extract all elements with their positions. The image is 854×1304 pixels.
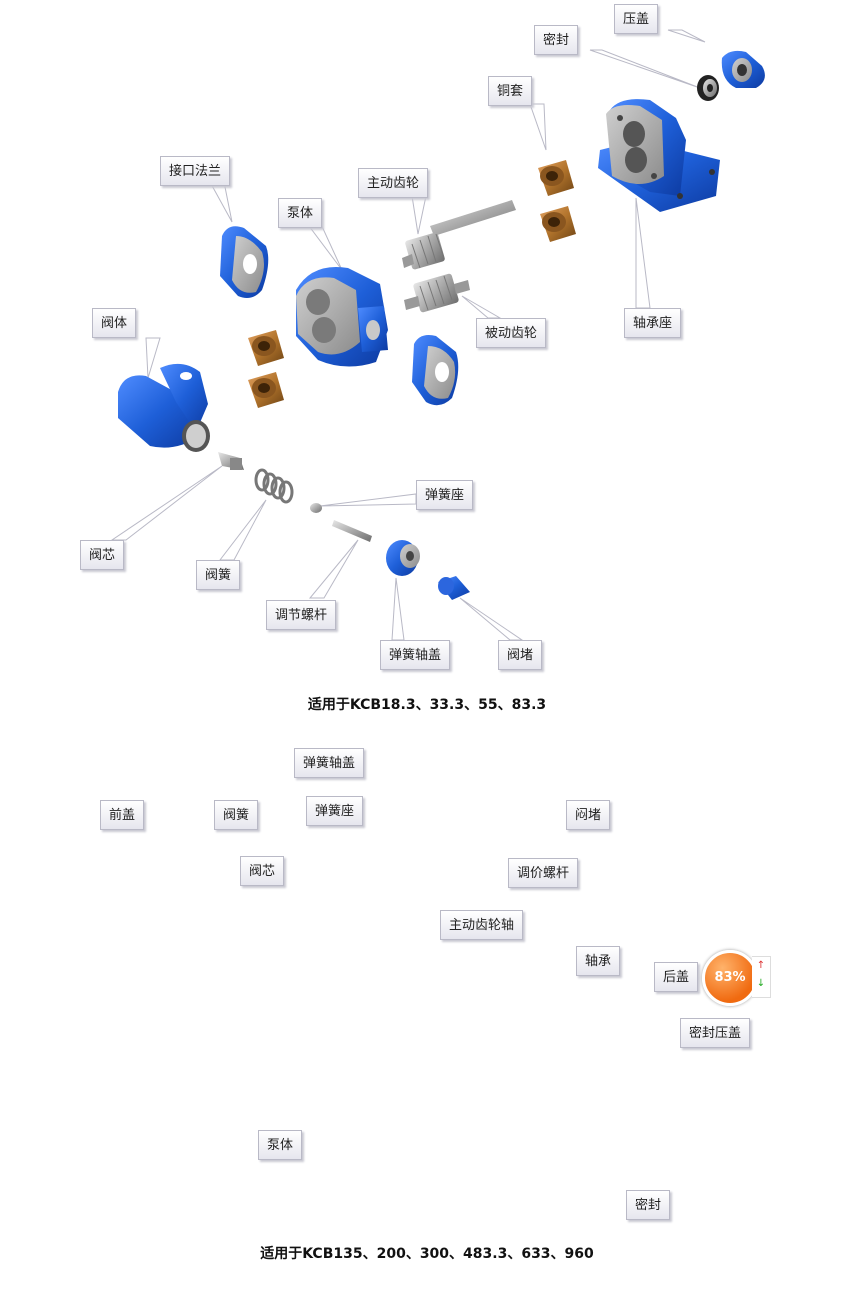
progress-badge[interactable]: 83% [702,950,758,1006]
callout-plug-2: 闷堵 [566,800,611,830]
seal-part [697,75,719,101]
callout-valve-core: 阀芯 [80,540,125,570]
callout-bronze-bushing: 铜套 [488,76,533,106]
spring-seat-part [310,503,322,513]
arrow-down-icon[interactable]: ↓ [756,978,766,989]
callout-valve-spring-2: 阀簧 [214,800,259,830]
callout-driving-gear: 主动齿轮 [358,168,429,198]
valve-body-part [118,363,210,452]
callout-adjusting-screw-2: 调价螺杆 [508,858,579,888]
spring-shaft-cap-part [386,540,420,576]
callout-spring-shaft-cap-2: 弹簧轴盖 [294,748,365,778]
callout-valve-spring: 阀簧 [196,560,241,590]
interface-flange-parts [220,226,459,406]
callout-valve-core-2: 阀芯 [240,856,285,886]
callout-pump-body: 泵体 [278,198,323,228]
callout-bearing-seat: 轴承座 [624,308,682,338]
diagram-1 [110,29,765,641]
callout-bearing: 轴承 [576,946,621,976]
callout-spring-seat: 弹簧座 [416,480,474,510]
callout-rear-cover: 后盖 [654,962,699,992]
bronze-bushing-parts [248,160,576,408]
bearing-seat-part [598,99,720,212]
callout-spring-seat-2: 弹簧座 [306,796,364,826]
driven-gear-part [404,273,470,313]
callout-pointers-1 [110,29,706,641]
diagram-1-caption: 适用于KCB18.3、33.3、55、83.3 [307,697,547,713]
callout-seal: 密封 [534,25,579,55]
arrow-up-icon[interactable]: ↑ [756,960,766,971]
callout-driven-gear: 被动齿轮 [476,318,547,348]
callout-gland-cap: 压盖 [614,4,659,34]
callout-valve-plug: 阀堵 [498,640,543,670]
adjusting-screw-part [332,520,372,542]
callout-pump-body-2: 泵体 [258,1130,303,1160]
callout-driving-gear-shaft: 主动齿轮轴 [440,910,524,940]
callout-seal-gland: 密封压盖 [680,1018,751,1048]
driving-gear-part [402,200,516,270]
callout-seal-2: 密封 [626,1190,671,1220]
badge-arrows[interactable]: ↑ ↓ [752,956,771,998]
callout-interface-flange: 接口法兰 [160,156,231,186]
callout-adjusting-screw: 调节螺杆 [266,600,337,630]
pump-body-part [296,266,388,367]
callout-front-cover: 前盖 [100,800,145,830]
valve-plug-part [438,576,470,600]
diagram-2-caption: 适用于KCB135、200、300、483.3、633、960 [260,1246,594,1262]
valve-core-part [218,452,244,470]
valve-spring-part [254,468,294,504]
callout-valve-body: 阀体 [92,308,137,338]
gland-cap-part [721,50,765,88]
callout-spring-shaft-cap: 弹簧轴盖 [380,640,451,670]
